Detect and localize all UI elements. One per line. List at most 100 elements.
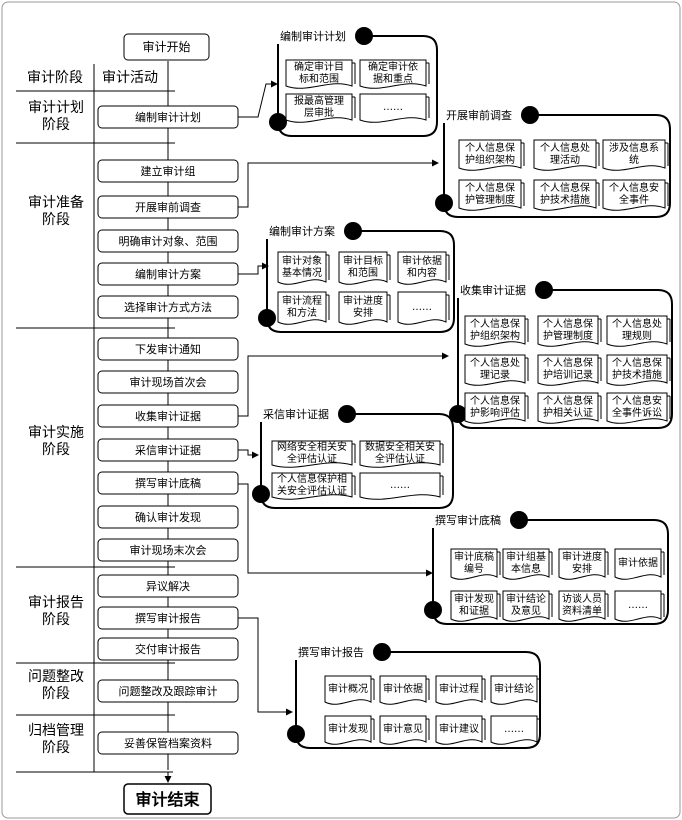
activity-label: 开展审前调查 [135, 200, 201, 214]
panel-title-bg [294, 642, 374, 660]
document-shape [490, 715, 538, 745]
document-item: 审计概况 [324, 675, 375, 705]
document-label: 全事件 [619, 193, 649, 206]
document-label: 审计建议 [439, 722, 479, 735]
stage-label-1: 阶段 [42, 117, 70, 133]
document-label: 个人信息处 [612, 317, 662, 330]
activity-label: 编制审计计划 [135, 110, 201, 124]
document-label: 个人信息保 [465, 141, 515, 154]
document-label: 本信息 [511, 562, 541, 575]
detail-panel: 撰写审计底稿审计底稿编号审计组基本信息审计进度安排审计依据审计发现和证据审计结论… [424, 510, 669, 625]
document-label: 个人信息处 [470, 356, 520, 369]
document-label: …… [504, 724, 524, 735]
document-shape [324, 675, 372, 705]
activity-step: 下发审计通知 [97, 337, 239, 361]
document-label: 和内容 [407, 266, 437, 279]
document-shape [606, 392, 668, 424]
start-node: 审计开始 [123, 33, 210, 61]
stage-label-1: 审计计划 [28, 100, 84, 116]
document-shape [602, 139, 666, 171]
activity-step: 交付审计报告 [97, 637, 239, 661]
activity-step: 审计现场首次会 [97, 370, 239, 394]
activity-step: 建立审计组 [97, 159, 239, 183]
activity-label: 建立审计组 [141, 164, 196, 178]
panel-end-dot [258, 309, 276, 327]
activity-box [97, 637, 239, 661]
document-label: 个人信息保 [543, 394, 593, 407]
document-label: 涉及信息系 [609, 141, 659, 154]
panel-title: 采信审计证据 [263, 407, 329, 421]
panel-connectors [238, 80, 449, 716]
activity-step: 确认审计发现 [97, 505, 239, 529]
document-label: 护技术措施 [612, 368, 662, 381]
stage-label-2: 审计准备 [28, 194, 84, 211]
document-label: 审计意见 [383, 722, 423, 735]
document-label: 审计依据 [383, 682, 423, 695]
panel-title: 开展审前调查 [446, 108, 512, 122]
document-label: 确定审计依 [368, 60, 418, 73]
document-label: …… [383, 102, 403, 113]
end-box [123, 783, 212, 815]
stage-label-6: 阶段 [42, 740, 70, 756]
activity-box [97, 295, 239, 319]
stage-label-4: 审计报告 [28, 595, 84, 611]
activity-box [97, 159, 239, 183]
document-shape [537, 315, 599, 347]
stage-label-2: 阶段 [42, 212, 70, 228]
panel-connector [238, 80, 278, 118]
document-label: 安排 [572, 562, 592, 575]
activity-box [97, 471, 239, 495]
document-shape [359, 472, 441, 500]
document-label: 访谈人员 [562, 592, 602, 605]
document-label: 审计组基 [506, 550, 546, 563]
activity-box [97, 731, 239, 755]
panel-title: 编制审计计划 [280, 29, 346, 43]
document-shape [397, 291, 447, 325]
document-shape [502, 590, 550, 622]
activity-box [97, 538, 239, 562]
activity-label: 下发审计通知 [135, 342, 201, 356]
activity-step: 选择审计方式方法 [97, 295, 239, 319]
document-label: 数据安全相关安 [365, 440, 435, 453]
panel-title: 撰写审计底稿 [435, 513, 501, 527]
document-item: …… [359, 472, 444, 500]
document-label: 标和范围 [299, 72, 339, 85]
activity-box [97, 679, 239, 703]
document-shape [450, 548, 498, 580]
activity-step: 编制审计计划 [97, 105, 239, 129]
document-label: 审计对象 [282, 254, 322, 267]
panel-start-dot [338, 405, 356, 423]
document-shape [338, 291, 388, 325]
document-item: 审计建议 [435, 715, 486, 745]
document-label: 理活动 [550, 154, 580, 166]
panel-title: 撰写审计报告 [298, 645, 364, 659]
activity-box [97, 229, 239, 253]
detail-panel: 采信审计证据网络安全相关安全评估认证数据安全相关安全评估认证个人信息保护相关安全… [252, 404, 454, 509]
document-shape [450, 590, 498, 622]
document-label: 审计结论 [494, 682, 534, 695]
document-label: 个人信息保 [465, 181, 515, 194]
document-label: 审计概况 [328, 682, 368, 695]
activity-step: 问题整改及跟踪审计 [97, 679, 239, 703]
activity-step: 编制审计方案 [97, 262, 239, 286]
stage-label-3: 审计实施 [28, 425, 84, 441]
panel-border [277, 35, 438, 137]
document-item: 审计依据 [614, 548, 665, 580]
activity-box [97, 505, 239, 529]
document-shape [464, 354, 526, 386]
document-shape [397, 251, 447, 285]
document-label: 及意见 [511, 604, 541, 617]
document-label: 和方法 [287, 306, 317, 319]
